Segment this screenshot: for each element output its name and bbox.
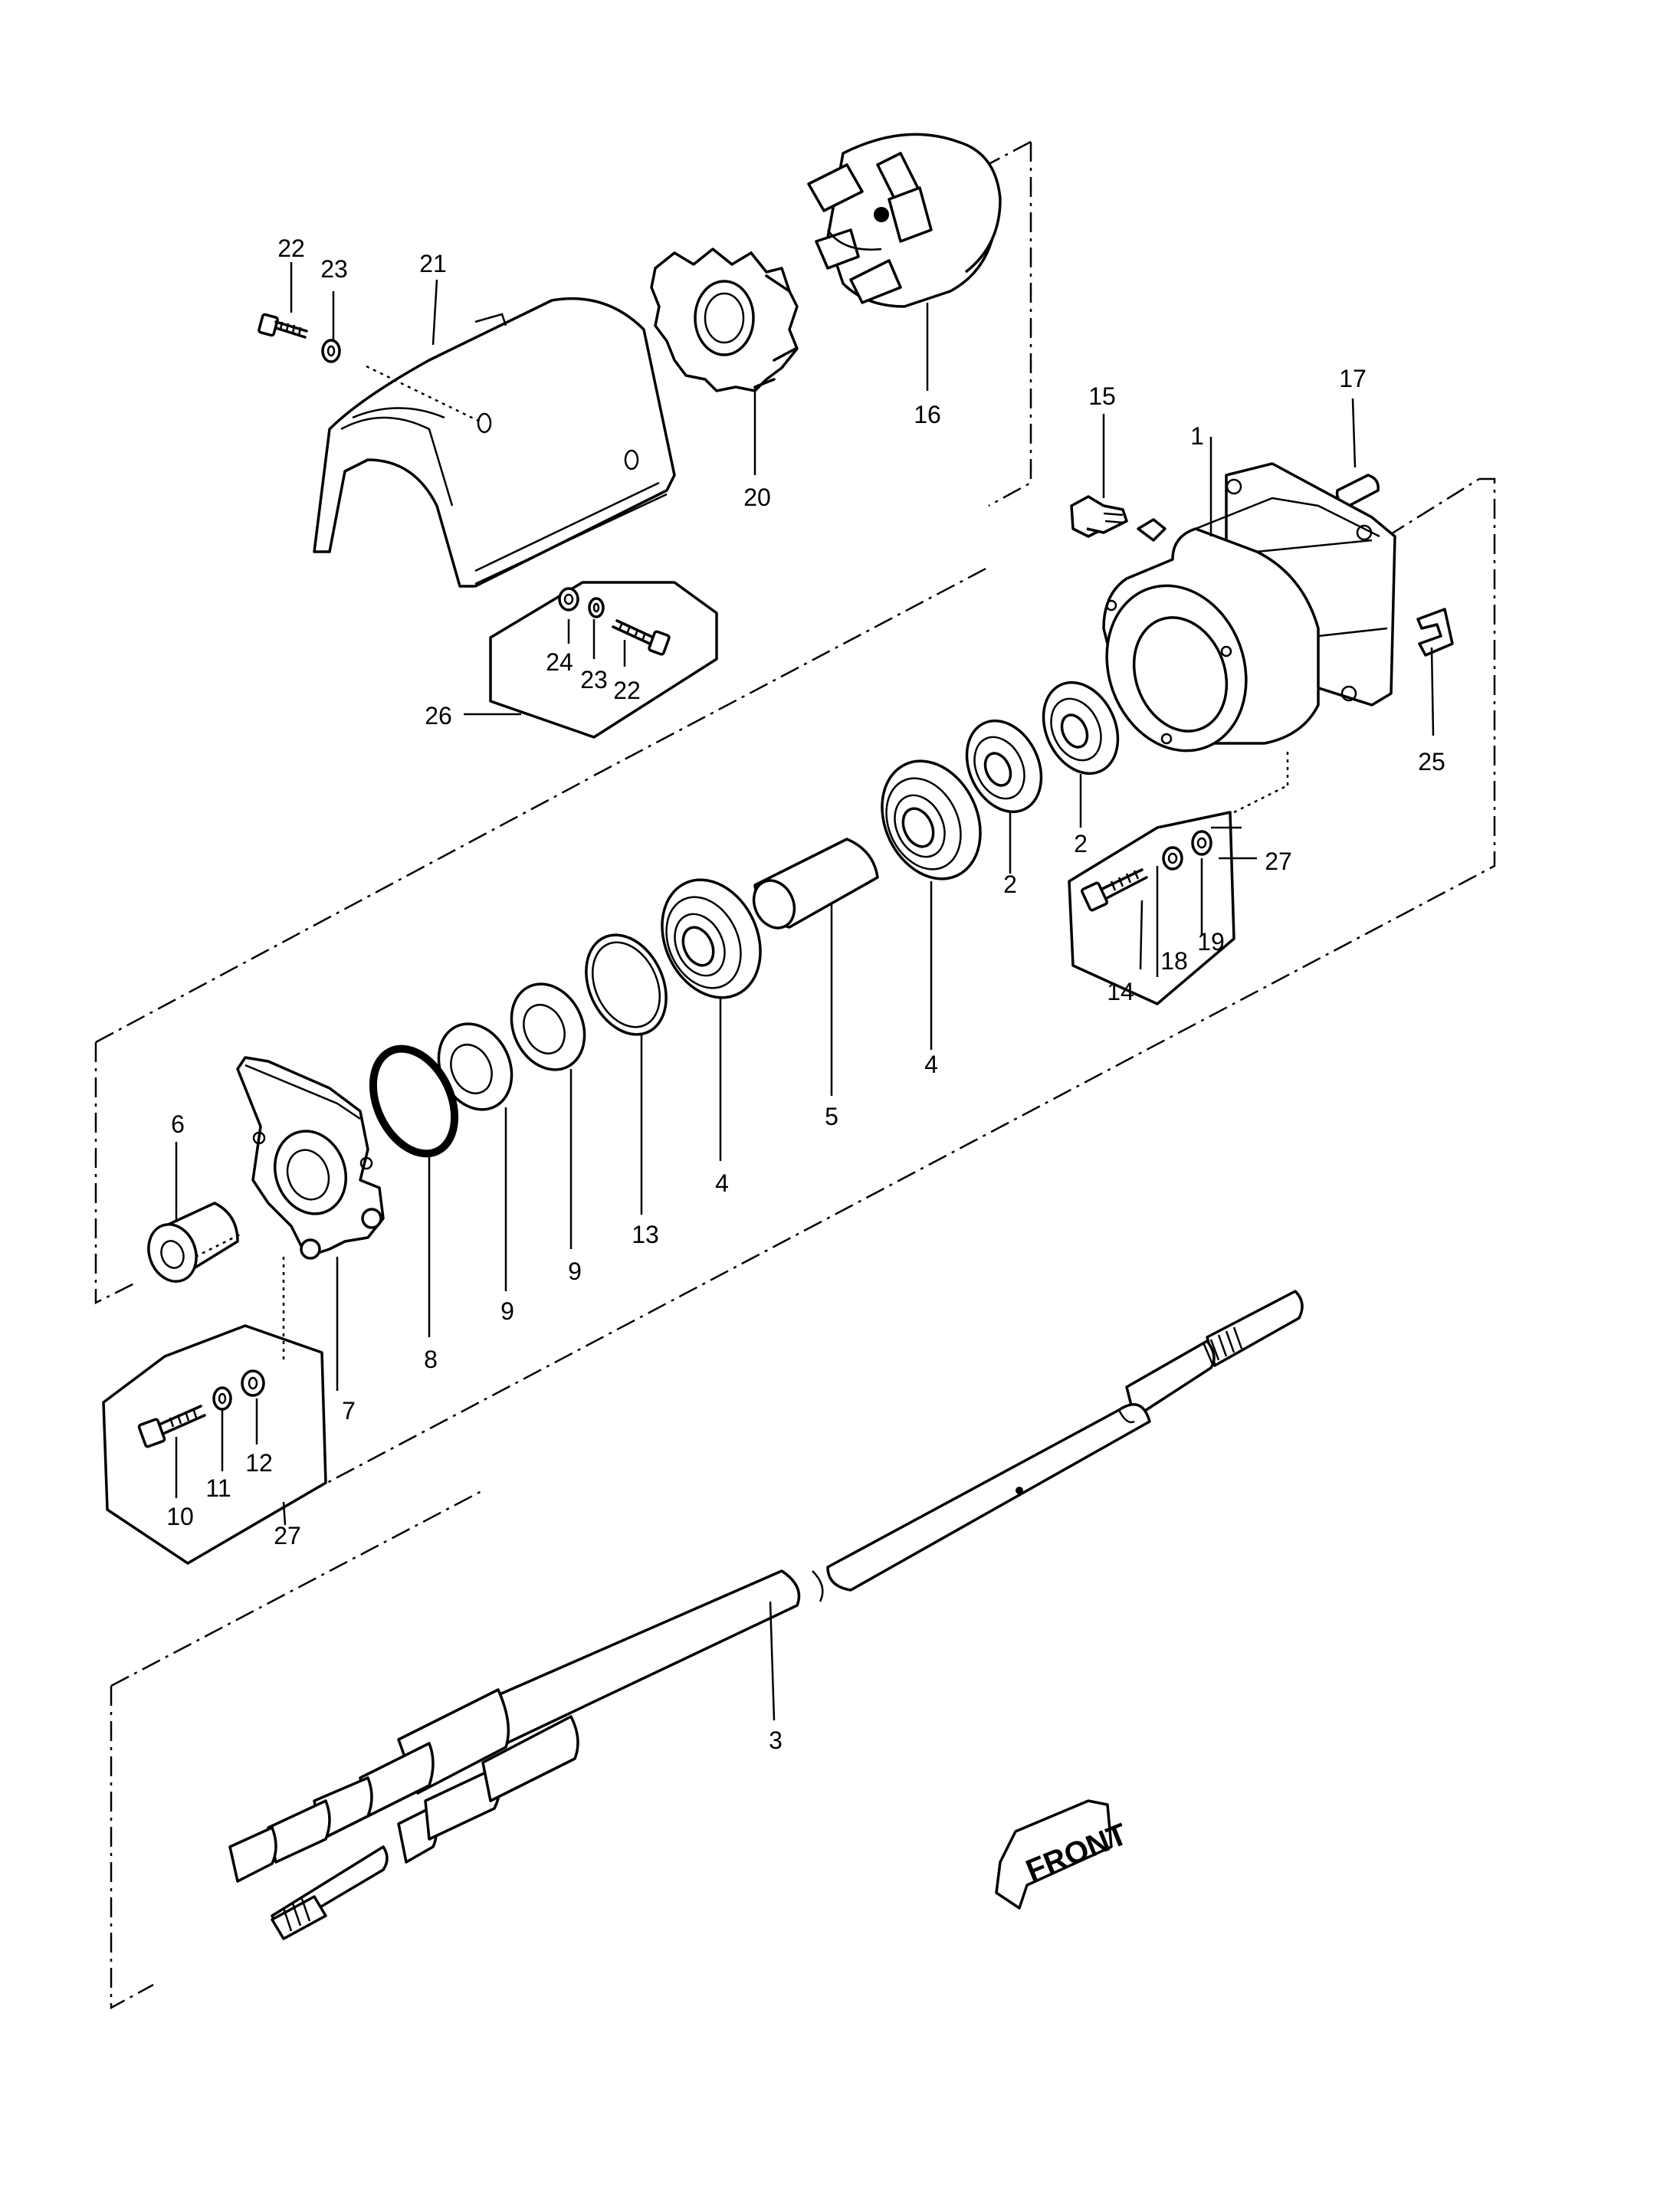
callout-24: 24	[546, 648, 573, 676]
callout-14: 15	[1088, 382, 1116, 410]
callout-22-top: 22	[277, 234, 305, 262]
callout-23-inset: 23	[580, 666, 608, 694]
part-21-cover	[313, 297, 676, 588]
callout-6: 6	[171, 1110, 185, 1138]
callout-11: 11	[205, 1474, 231, 1502]
callout-19: 19	[1197, 928, 1225, 956]
callout-12: 12	[245, 1449, 273, 1477]
part-27-inset-box-left	[102, 1324, 327, 1565]
part-27-inset-box-right	[1068, 811, 1235, 1005]
part-3-shaft	[228, 1290, 1304, 1940]
part-9-seal-a	[510, 982, 586, 1071]
front-arrow: FRONT	[995, 1799, 1132, 1910]
callout-13: 13	[632, 1221, 659, 1248]
group-outline-main-left	[94, 1042, 135, 1305]
part-13-ring	[585, 933, 668, 1036]
callout-26: 26	[425, 702, 452, 730]
callout-8: 8	[424, 1346, 438, 1373]
callout-20: 20	[743, 484, 771, 511]
group-outline-shaft	[110, 1686, 154, 2010]
callout-9-a: 9	[568, 1258, 582, 1285]
group-outline-main	[283, 477, 1496, 1507]
leader-lines	[175, 262, 1435, 1721]
callout-27-right: 27	[1265, 848, 1292, 875]
part-14-grease-nipple	[1070, 495, 1166, 542]
group-outline-main-diag2	[593, 566, 989, 777]
callout-3: 3	[769, 1726, 783, 1754]
part-7-bracket	[236, 1056, 385, 1260]
callout-22-inset: 22	[613, 677, 641, 704]
callout-10: 10	[166, 1503, 194, 1530]
part-16-coupling	[807, 133, 1002, 308]
part-20-rotor	[650, 248, 799, 392]
group-outline-upper	[988, 142, 1032, 507]
callout-21: 21	[419, 250, 447, 277]
group-outline-main-diag	[95, 776, 591, 1044]
callout-27-left: 27	[274, 1522, 301, 1549]
part-26-inset-box	[489, 581, 718, 739]
part-1-housing	[1102, 462, 1396, 753]
leader-dot-27-right-b	[1233, 784, 1288, 814]
callout-2-b: 2	[1074, 830, 1088, 857]
group-outline-right-top	[1386, 477, 1480, 538]
part-9-seal-b	[437, 1022, 514, 1111]
callout-5: 5	[825, 1103, 838, 1130]
part-4-bearing-lower	[661, 878, 762, 999]
part-6-bushing	[147, 1202, 239, 1283]
part-25-clip	[1416, 608, 1454, 657]
part-4-bearing-upper	[881, 759, 982, 880]
callout-labels: 22 23 21 20 16 15 17 1 25 24 23 22 26 2 …	[166, 234, 1445, 1754]
callout-25: 25	[1418, 748, 1445, 776]
callout-4-upper: 4	[924, 1051, 938, 1078]
callout-9-b: 9	[500, 1297, 514, 1325]
part-5-sleeve	[752, 838, 879, 930]
callout-4-lower: 4	[715, 1169, 729, 1197]
leader-dot-6	[195, 1232, 242, 1258]
part-15-pin	[1335, 474, 1380, 507]
callout-18: 18	[1160, 947, 1188, 975]
part-2-bearing-a	[965, 719, 1043, 814]
callout-7: 7	[342, 1397, 356, 1425]
part-8-o-ring	[369, 1044, 459, 1158]
leader-dot-21	[366, 365, 484, 425]
callout-16: 16	[914, 401, 941, 428]
part-22-bolt-top	[258, 313, 308, 339]
callout-2-a: 2	[1003, 871, 1017, 898]
part-2-bearing-b	[1042, 680, 1120, 776]
callout-23-top: 23	[320, 255, 348, 283]
callout-1: 1	[1190, 422, 1204, 450]
callout-17: 14	[1107, 978, 1134, 1005]
callout-15: 17	[1339, 365, 1367, 392]
part-23-washer-top	[321, 339, 341, 363]
